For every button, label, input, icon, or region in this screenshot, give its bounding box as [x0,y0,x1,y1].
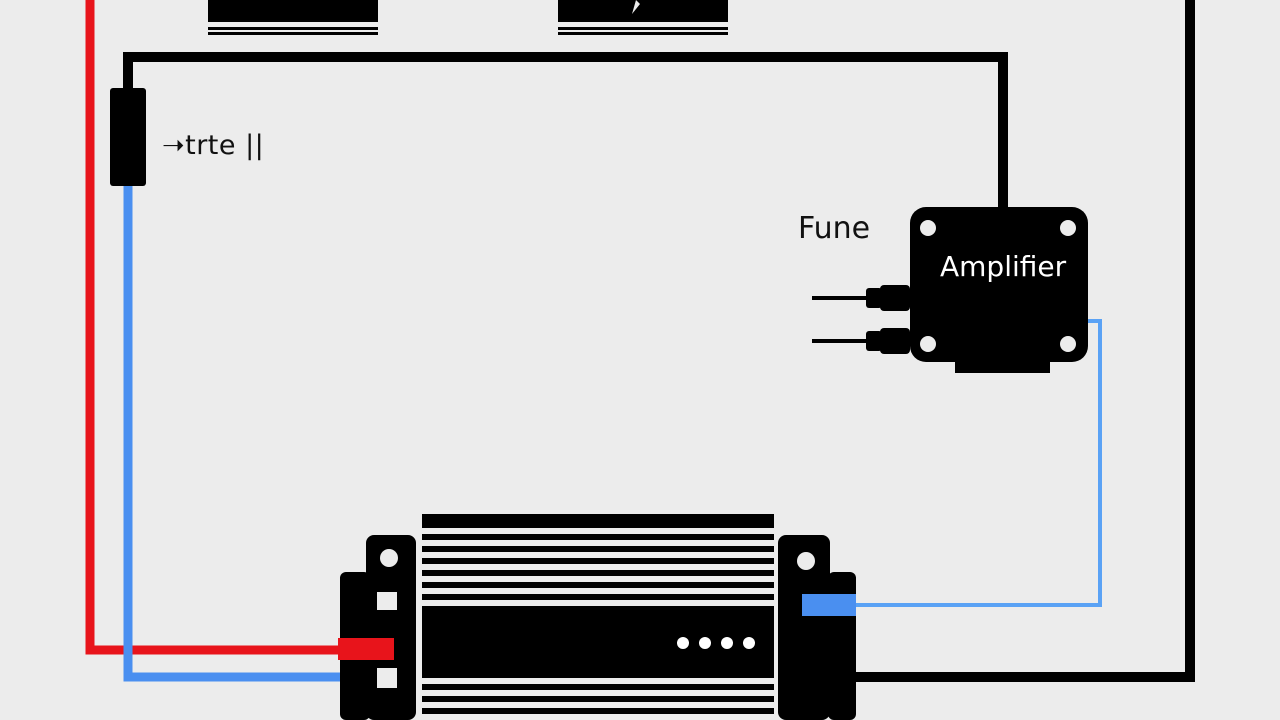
fuse-label: ➝trte || [162,130,265,161]
fuse-holder [110,88,146,186]
ground-wire [856,0,1195,682]
remote-wire [123,185,380,682]
black-loop-wire [123,52,1008,212]
top-component-right [558,0,728,35]
power-wire [85,0,392,655]
fune-label: Fune [798,211,871,246]
top-component-left [208,0,378,35]
main-amplifier [340,514,856,720]
amplifier-label: Amplifier [940,250,1067,283]
small-amplifier [812,207,1088,373]
